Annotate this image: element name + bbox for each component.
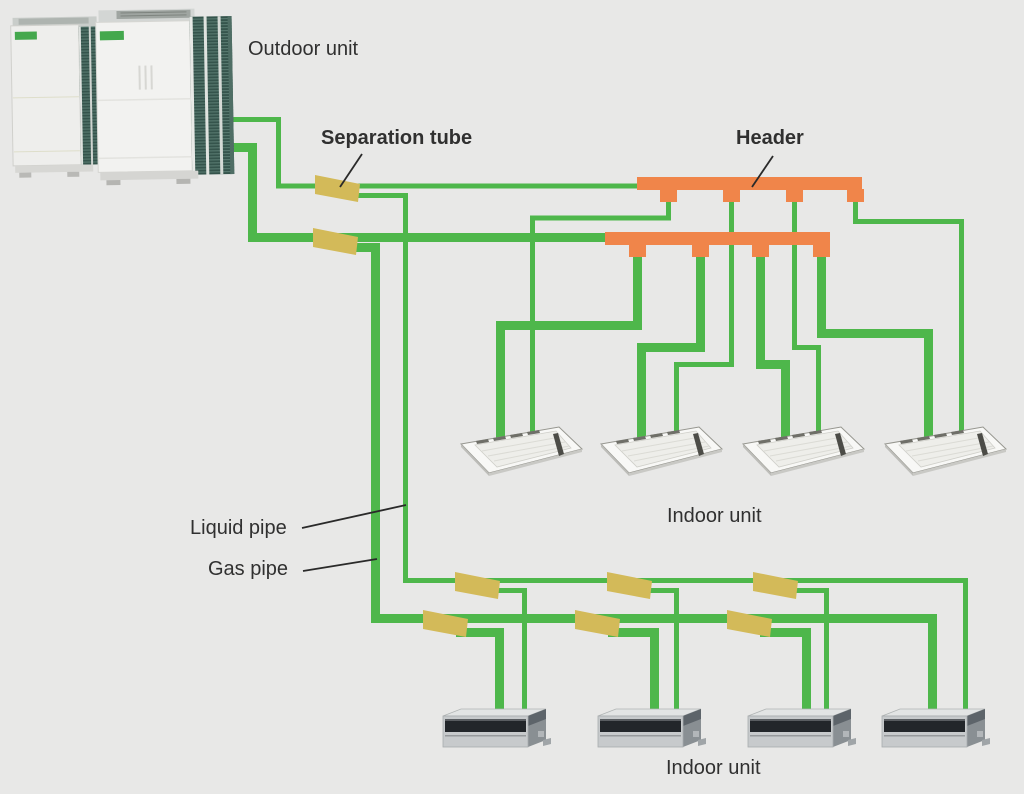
liquid-header-icon: [637, 177, 864, 202]
gas-pipe-callout-line: [302, 558, 378, 572]
gas-pipe-duct1: [456, 628, 504, 710]
cassette-indoor-unit-image: [742, 426, 865, 477]
cassette-indoor-unit-image: [600, 426, 723, 477]
gas-pipe-cassette3: [756, 243, 790, 450]
header-callout-line: [751, 155, 774, 188]
duct-indoor-unit-image: [747, 708, 857, 748]
gas-pipe-cassette2: [637, 243, 705, 450]
gas-pipe-network: [222, 143, 937, 710]
gas-pipe-duct2: [608, 628, 659, 710]
liquid-pipe-network: [222, 117, 968, 710]
duct-indoor-units: [442, 708, 991, 748]
duct-indoor-unit-image: [597, 708, 707, 748]
liquid-pipe-cassette3: [792, 189, 821, 444]
separation-tube-callout-line: [339, 153, 363, 188]
liquid-pipe-branch-to-ducts: [348, 193, 968, 710]
liquid-pipe-cassette4: [853, 189, 964, 442]
liquid-pipe-duct2: [642, 588, 679, 710]
callout-lines: [301, 153, 774, 572]
separation-tube-icon: [455, 572, 500, 599]
outdoor-unit-image: [10, 8, 235, 186]
indoor-unit-duct-label: Indoor unit: [666, 757, 761, 779]
gas-pipe-duct3: [760, 628, 811, 710]
liquid-pipe-callout-line: [301, 504, 407, 529]
gas-pipe-cassette4: [817, 243, 933, 450]
liquid-pipe-cassette1: [530, 189, 671, 444]
liquid-pipe-duct1: [490, 588, 527, 710]
outdoor-unit-label: Outdoor unit: [248, 38, 359, 60]
liquid-pipe-duct3: [788, 588, 829, 710]
gas-pipe-branch-to-ducts: [348, 243, 937, 710]
cassette-indoor-unit-image: [884, 426, 1007, 477]
gas-pipe-cassette1: [496, 243, 642, 450]
gas-header-icon: [605, 232, 830, 257]
duct-indoor-unit-image: [881, 708, 991, 748]
header-label: Header: [736, 127, 804, 149]
indoor-unit-cassette-label: Indoor unit: [667, 505, 762, 527]
liquid-pipe-main-feed: [222, 117, 645, 189]
liquid-pipe-label: Liquid pipe: [190, 517, 287, 539]
gas-pipe-label: Gas pipe: [208, 558, 289, 580]
liquid-pipe-cassette2: [674, 189, 734, 444]
separation-tube-icon: [753, 572, 798, 599]
separation-tube-icon: [315, 175, 360, 202]
gas-pipe-main-feed: [222, 143, 612, 242]
cassette-indoor-unit-image: [460, 426, 583, 477]
separation-tube-label: Separation tube: [321, 127, 473, 149]
duct-indoor-unit-image: [442, 708, 552, 748]
separation-tube-icon: [607, 572, 652, 599]
separation-tube-icon: [313, 228, 358, 255]
